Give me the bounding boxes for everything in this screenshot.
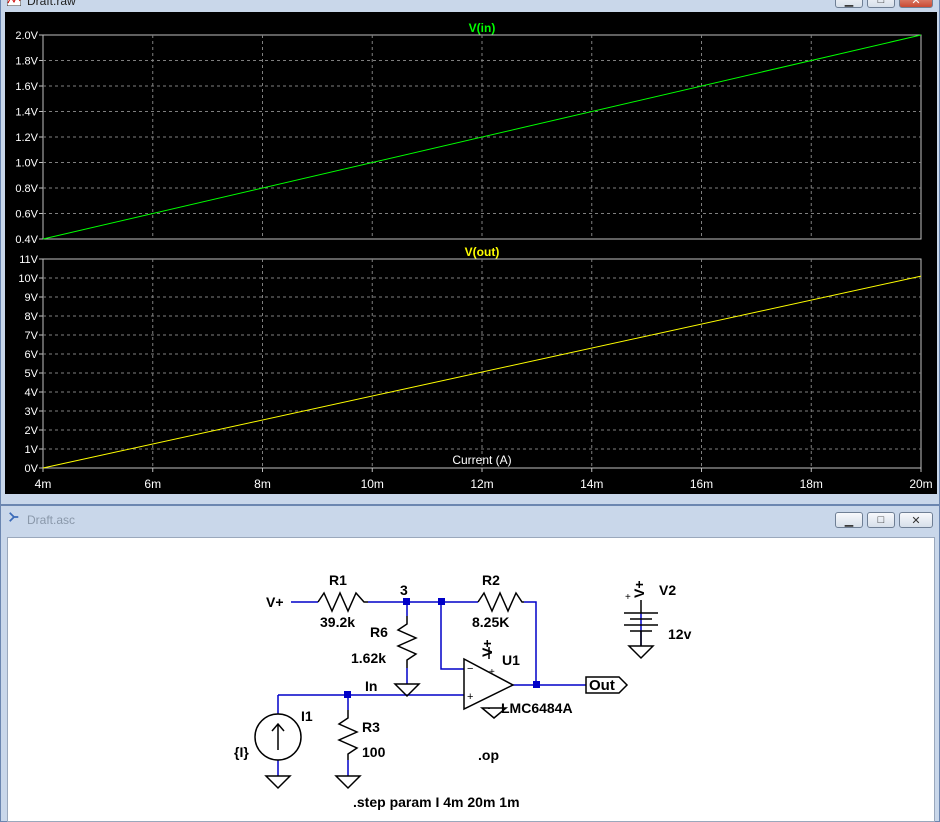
r6-name: R6 [370, 624, 388, 640]
ground-symbol [627, 645, 655, 660]
schematic-app-icon [9, 512, 19, 522]
x-tick-label: 8m [254, 477, 271, 491]
schematic-title: Draft.asc [27, 513, 76, 527]
y-tick-label: 11V [19, 254, 38, 266]
trace-title: V(in) [469, 21, 496, 35]
out-port [585, 676, 629, 694]
u1-vplus-label: V+ [479, 639, 495, 657]
waveform-title: Draft.raw [27, 0, 76, 8]
schematic-canvas[interactable]: V+ R1 39.2k 3 R2 8.25K R6 1.62k In I1 {I… [7, 537, 935, 822]
battery-plus-sign: + [625, 592, 631, 603]
x-tick-label: 10m [361, 477, 384, 491]
y-tick-label: 6V [25, 349, 39, 361]
opamp-minus-sign: − [467, 663, 473, 675]
waveform-app-icon [7, 0, 21, 6]
y-tick-label: 1.6V [15, 81, 38, 93]
minimize-button[interactable]: ▁ [835, 512, 863, 528]
series-line [42, 275, 922, 469]
y-tick-label: 1.2V [15, 132, 38, 144]
x-tick-label: 14m [580, 477, 603, 491]
ground-symbol [393, 683, 421, 698]
trace-title: V(out) [465, 245, 500, 259]
close-button[interactable]: ✕ [899, 0, 933, 8]
y-tick-label: 1.0V [15, 158, 38, 170]
u1-model: LMC6484A [501, 700, 573, 716]
y-tick-label: 8V [25, 311, 39, 323]
r1-name: R1 [329, 572, 347, 588]
y-tick-label: 10V [18, 273, 38, 285]
i1-value: {I} [234, 744, 249, 760]
v2-name: V2 [659, 582, 676, 598]
y-tick-label: 7V [25, 330, 39, 342]
r3-resistor [337, 710, 359, 760]
x-tick-label: 12m [470, 477, 493, 491]
schematic-labels: V+ R1 39.2k 3 R2 8.25K R6 1.62k In I1 {I… [234, 572, 692, 810]
y-tick-label: 4V [25, 387, 39, 399]
y-tick-label: 2.0V [15, 30, 38, 42]
y-tick-label: 9V [25, 292, 39, 304]
u1-name: U1 [502, 652, 520, 668]
out-label: Out [589, 677, 615, 694]
current-source-i1 [254, 713, 302, 761]
vplus-input-label: V+ [266, 594, 284, 610]
junction-dots [344, 598, 540, 698]
x-tick-label: 6m [144, 477, 161, 491]
y-tick-label: 1.4V [15, 107, 38, 119]
ground-symbol [334, 775, 362, 790]
opamp-plus-sign: + [467, 691, 473, 703]
schematic-window: Draft.asc ▁ □ ✕ [0, 505, 940, 822]
minimize-button[interactable]: ▁ [835, 0, 863, 8]
i1-name: I1 [301, 708, 313, 724]
opamp-u1 [463, 657, 515, 711]
r3-value: 100 [362, 744, 386, 760]
v2-vplus-label: V+ [631, 580, 647, 598]
y-tick-label: 5V [25, 368, 39, 380]
plot-area[interactable]: 2.0V 1.8V 1.6V 1.4V 1.2V 1.0V 0.8V 0.6V 0.4V V(in… [5, 12, 937, 494]
waveform-plots[interactable]: 2.0V 1.8V 1.6V 1.4V 1.2V 1.0V 0.8V 0.6V 0.4V V(in… [5, 12, 937, 494]
op-directive: .op [478, 747, 499, 763]
y-tick-label: 0.6V [15, 209, 38, 221]
wires [277, 601, 642, 776]
y-tick-label: 0V [25, 463, 39, 475]
ground-symbol [479, 707, 509, 719]
close-button[interactable]: ✕ [899, 512, 933, 528]
x-tick-label: 4m [35, 477, 52, 491]
r2-resistor [477, 591, 524, 613]
components [254, 591, 658, 790]
ground-symbol [264, 775, 292, 790]
r1-value: 39.2k [320, 614, 355, 630]
opamp-vplus-pin: + [489, 667, 495, 678]
r1-resistor [317, 591, 368, 613]
node3-label: 3 [400, 582, 408, 598]
in-net-label: In [365, 678, 377, 694]
waveform-window: Draft.raw ▁ □ ✕ 2.0V 1.8V 1.6V 1.4V 1.2V 1.0V… [0, 0, 940, 505]
y-tick-label: 0.8V [15, 183, 38, 195]
r2-name: R2 [482, 572, 500, 588]
x-tick-label: 20m [909, 477, 932, 491]
x-tick-label: 16m [690, 477, 713, 491]
maximize-button[interactable]: □ [867, 0, 895, 8]
v2-value: 12v [668, 626, 692, 642]
series-line [42, 34, 922, 240]
y-tick-label: 1.8V [15, 56, 38, 68]
r6-resistor [396, 616, 418, 668]
maximize-button[interactable]: □ [867, 512, 895, 528]
schematic-titlebar[interactable]: Draft.asc ▁ □ ✕ [1, 506, 939, 528]
waveform-titlebar[interactable]: Draft.raw ▁ □ ✕ [1, 0, 939, 12]
step-directive: .step param I 4m 20m 1m [353, 794, 520, 810]
x-tick-label: 18m [800, 477, 823, 491]
y-tick-label: 2V [25, 425, 39, 437]
r3-name: R3 [362, 719, 380, 735]
y-tick-label: 1V [25, 444, 39, 456]
x-axis-label: Current (A) [452, 453, 511, 467]
r2-value: 8.25K [472, 614, 509, 630]
schematic-drawing[interactable]: V+ R1 39.2k 3 R2 8.25K R6 1.62k In I1 {I… [8, 538, 934, 821]
r6-value: 1.62k [351, 650, 386, 666]
y-tick-label: 3V [25, 406, 39, 418]
y-tick-label: 0.4V [15, 234, 38, 246]
